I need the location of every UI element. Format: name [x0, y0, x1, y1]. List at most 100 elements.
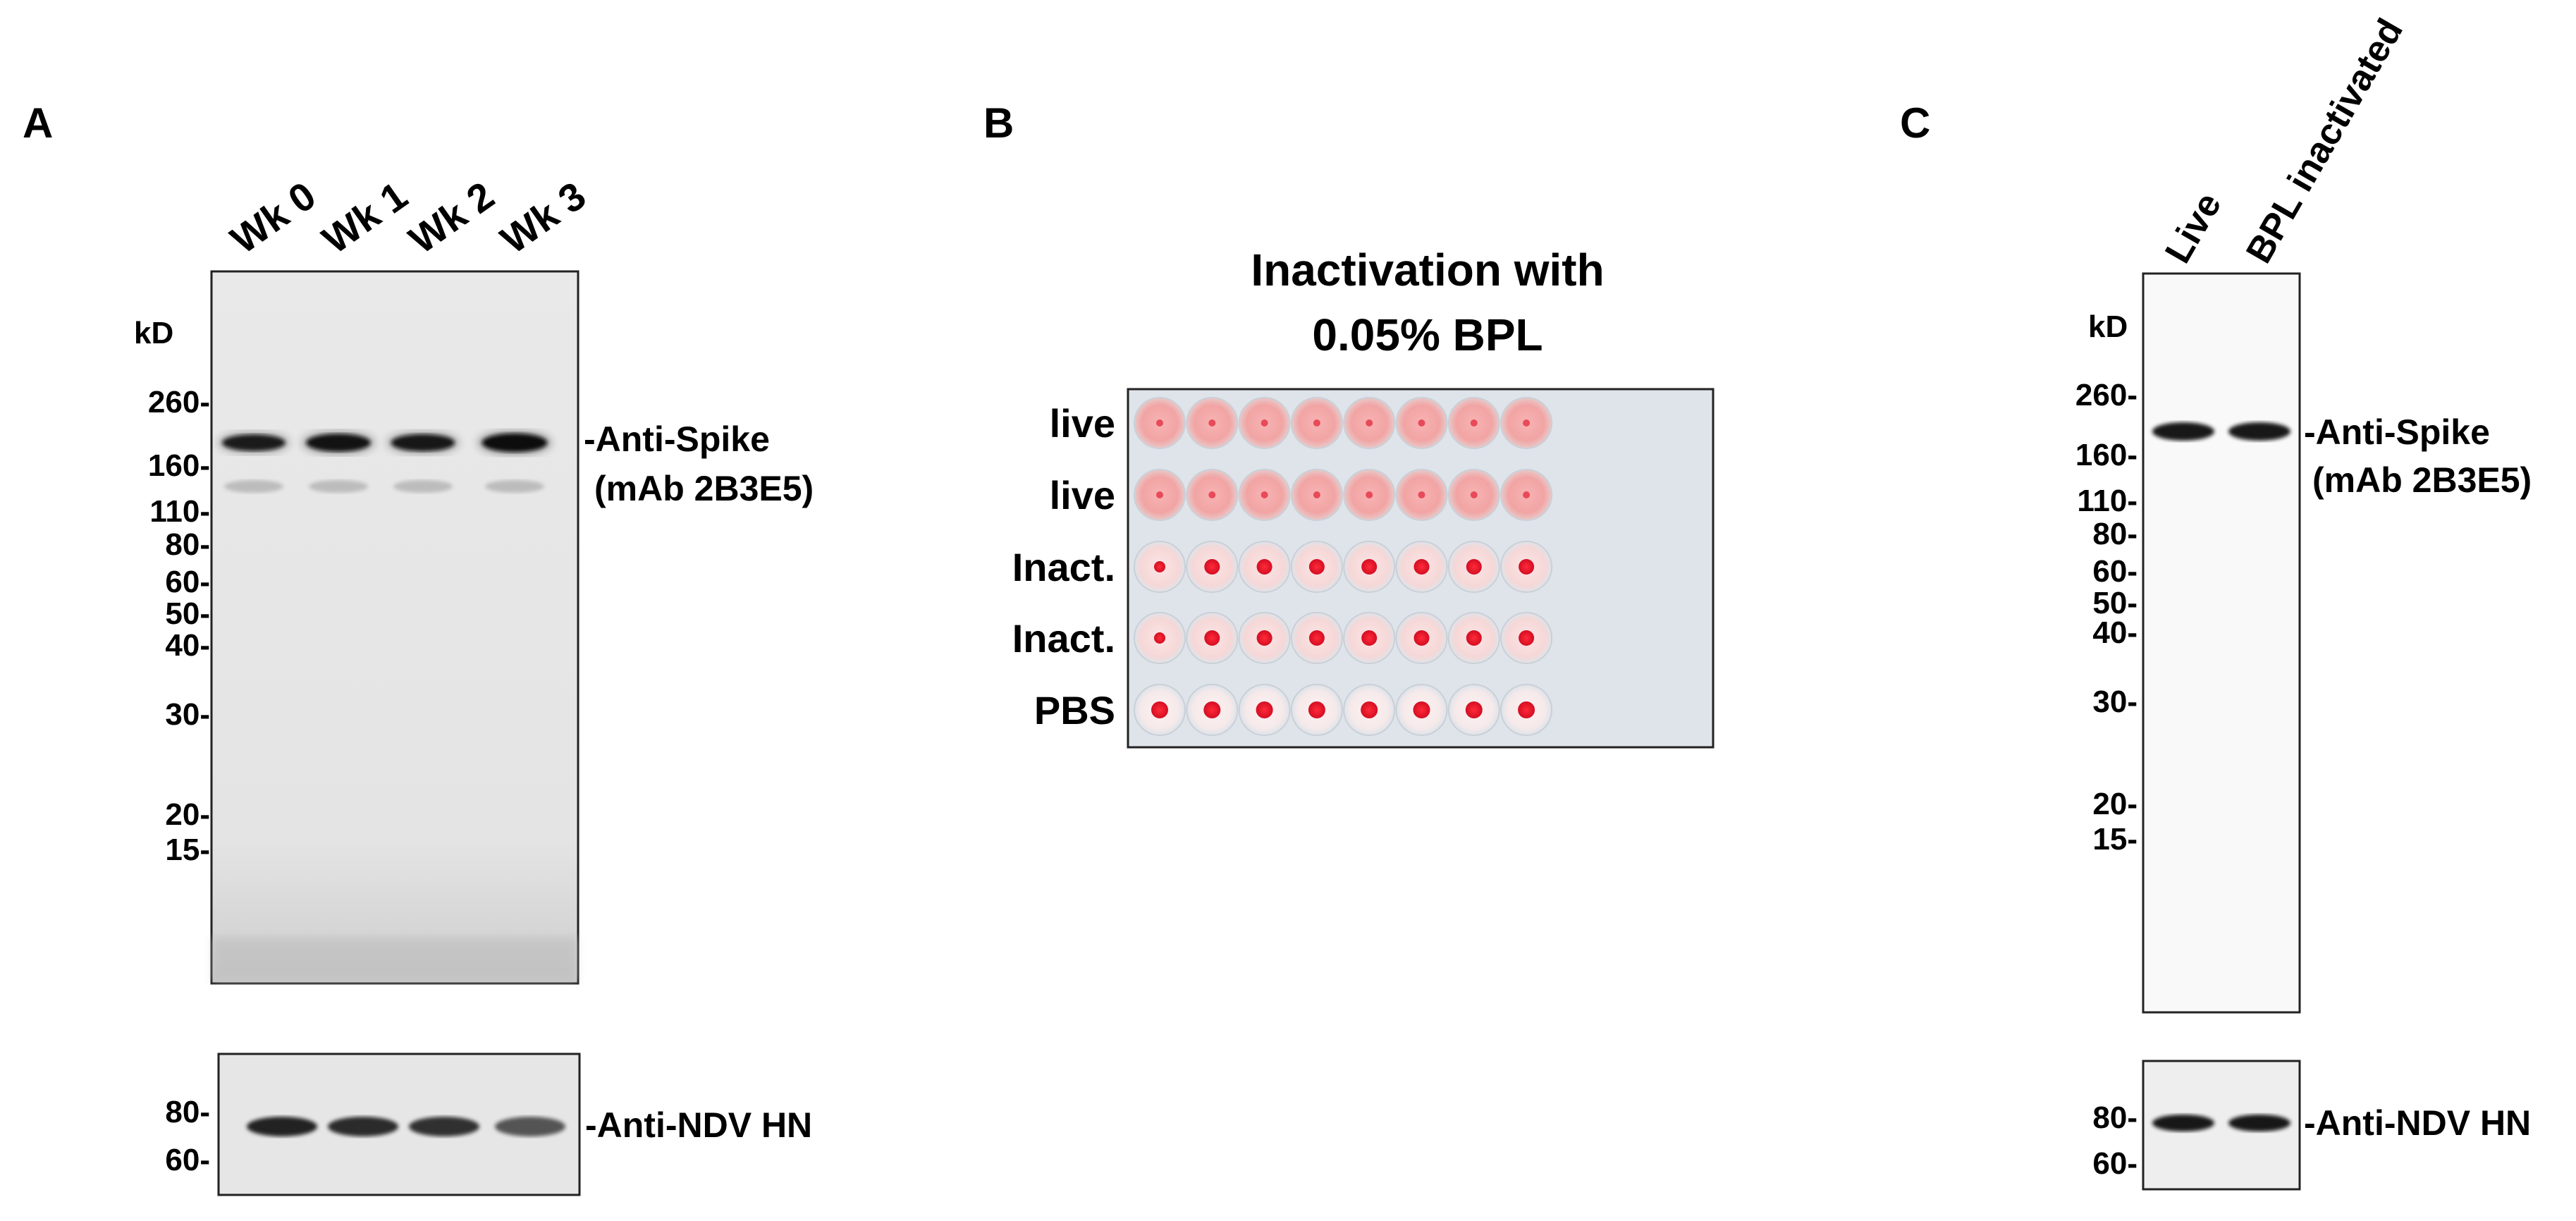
- button-dot-r4-c0: [1151, 701, 1168, 718]
- row-label-1: live: [1050, 473, 1115, 517]
- panel-b-label: B: [983, 99, 1014, 147]
- faint-bands-a: [224, 480, 544, 493]
- markers-a: 260-160-110-80-60-50-40-30-20-15-: [148, 385, 210, 867]
- spike-band-a-2: [391, 434, 455, 451]
- marker-c-4: 60-: [2092, 554, 2138, 589]
- button-dot-r2-c2: [1256, 559, 1272, 575]
- spike-band-a-0: [222, 434, 286, 451]
- marker-a-3: 80-: [165, 527, 210, 562]
- spike-label-c-line2: (mAb 2B3E5): [2312, 460, 2532, 500]
- hn-band-a-1: [328, 1117, 398, 1136]
- panel-b: B Inactivation with 0.05% BPL live liveIn…: [983, 99, 1715, 749]
- faint-band-a-0: [224, 480, 283, 493]
- panel-c-label: C: [1900, 99, 1930, 147]
- button-dot-r2-c6: [1466, 559, 1482, 575]
- faint-band-a-1: [309, 480, 368, 493]
- lane-label-wk1: Wk 1: [314, 173, 415, 262]
- button-dot-r2-c0: [1154, 561, 1165, 572]
- row-label-4: PBS: [1034, 688, 1115, 732]
- marker-a-0: 260-: [148, 385, 210, 419]
- spike-bands-c: [2152, 422, 2290, 441]
- button-dot-r2-c7: [1519, 559, 1535, 575]
- lane-label-wk0: Wk 0: [223, 173, 324, 262]
- hn-band-a-0: [247, 1117, 317, 1136]
- button-dot-r4-c4: [1361, 701, 1378, 718]
- spike-label-a-line2: (mAb 2B3E5): [594, 469, 814, 508]
- button-dot-r3-c1: [1204, 630, 1220, 646]
- well-center-r1-c4: [1366, 491, 1373, 498]
- lane-label-wk3: Wk 3: [493, 173, 594, 262]
- marker-c-7: 30-: [2092, 685, 2138, 719]
- lane-label-wk2: Wk 2: [401, 173, 502, 262]
- button-dot-r4-c2: [1256, 701, 1273, 718]
- marker-a-6: 40-: [165, 628, 210, 663]
- spike-band-a-1: [306, 434, 371, 452]
- hn-band-a-3: [495, 1117, 565, 1136]
- well-center-r0-c6: [1470, 419, 1478, 427]
- marker-c-5: 50-: [2092, 586, 2138, 620]
- spike-bands-a: [218, 431, 551, 455]
- marker-a-7: 30-: [165, 697, 210, 732]
- spike-band-a-3: [482, 434, 547, 452]
- button-dot-r4-c1: [1203, 701, 1221, 718]
- marker-a-2: 110-: [149, 494, 210, 529]
- button-dot-r4-c7: [1518, 701, 1535, 718]
- well-center-r0-c1: [1208, 419, 1216, 427]
- hn-marker-a-60: 60-: [165, 1143, 210, 1177]
- hn-label-a: -Anti-NDV HN: [585, 1105, 812, 1145]
- hn-marker-a-80: 80-: [165, 1095, 210, 1129]
- well-center-r1-c1: [1208, 491, 1216, 498]
- hn-marker-c-60: 60-: [2092, 1146, 2138, 1181]
- marker-c-3: 80-: [2092, 517, 2138, 551]
- well-center-r0-c7: [1523, 419, 1531, 427]
- well-center-r1-c5: [1418, 491, 1425, 498]
- lane-label-bpl: BPL inactivated: [2238, 12, 2411, 270]
- spike-band-c-1: [2228, 422, 2290, 441]
- marker-a-4: 60-: [165, 565, 210, 599]
- plate-wells: [1134, 397, 1553, 736]
- row-label-0: live: [1050, 401, 1115, 446]
- hn-bands-a: [247, 1117, 565, 1136]
- hn-band-c-0: [2152, 1115, 2214, 1131]
- button-dot-r4-c5: [1413, 701, 1430, 718]
- marker-c-9: 15-: [2092, 822, 2138, 857]
- kd-label-c: kD: [2088, 309, 2128, 344]
- marker-a-8: 20-: [165, 797, 210, 832]
- well-center-r1-c3: [1313, 491, 1320, 498]
- row-label-3: Inact.: [1012, 616, 1115, 661]
- well-center-r0-c3: [1313, 419, 1320, 427]
- hn-bands-c: [2152, 1115, 2290, 1131]
- well-center-r1-c7: [1523, 491, 1531, 498]
- marker-a-9: 15-: [165, 833, 210, 867]
- marker-c-8: 20-: [2092, 787, 2138, 821]
- button-dot-r2-c1: [1204, 559, 1220, 575]
- well-center-r0-c2: [1261, 419, 1268, 427]
- button-dot-r3-c3: [1308, 630, 1325, 646]
- spike-band-c-0: [2152, 422, 2214, 441]
- spike-label-c-line1: -Anti-Spike: [2304, 412, 2490, 452]
- faint-band-a-3: [485, 480, 544, 493]
- panel-a: A Wk 0 Wk 1 Wk 2 Wk 3 kD 260-160-110-80-…: [23, 99, 814, 1196]
- panel-b-title-line1: Inactivation with: [1251, 245, 1604, 295]
- button-dot-r4-c6: [1465, 701, 1483, 718]
- marker-c-0: 260-: [2075, 378, 2138, 412]
- marker-a-1: 160-: [148, 448, 210, 483]
- markers-c: 260-160-110-80-60-50-40-30-20-15-: [2075, 378, 2138, 857]
- panel-b-title-line2: 0.05% BPL: [1312, 309, 1542, 360]
- button-dot-r3-c2: [1256, 630, 1272, 646]
- well-center-r0-c5: [1418, 419, 1425, 427]
- spike-blot-a: [210, 270, 579, 985]
- well-center-r1-c0: [1156, 491, 1163, 498]
- well-center-r1-c2: [1261, 491, 1268, 498]
- well-center-r1-c6: [1470, 491, 1478, 498]
- spike-blot-c: [2142, 272, 2301, 1014]
- button-dot-r3-c6: [1466, 630, 1482, 646]
- button-dot-r3-c0: [1154, 632, 1165, 644]
- hn-band-c-1: [2228, 1115, 2290, 1131]
- hn-band-a-2: [409, 1117, 479, 1136]
- button-dot-r3-c4: [1361, 630, 1378, 646]
- row-label-2: Inact.: [1012, 545, 1115, 589]
- kd-label-a: kD: [134, 316, 173, 350]
